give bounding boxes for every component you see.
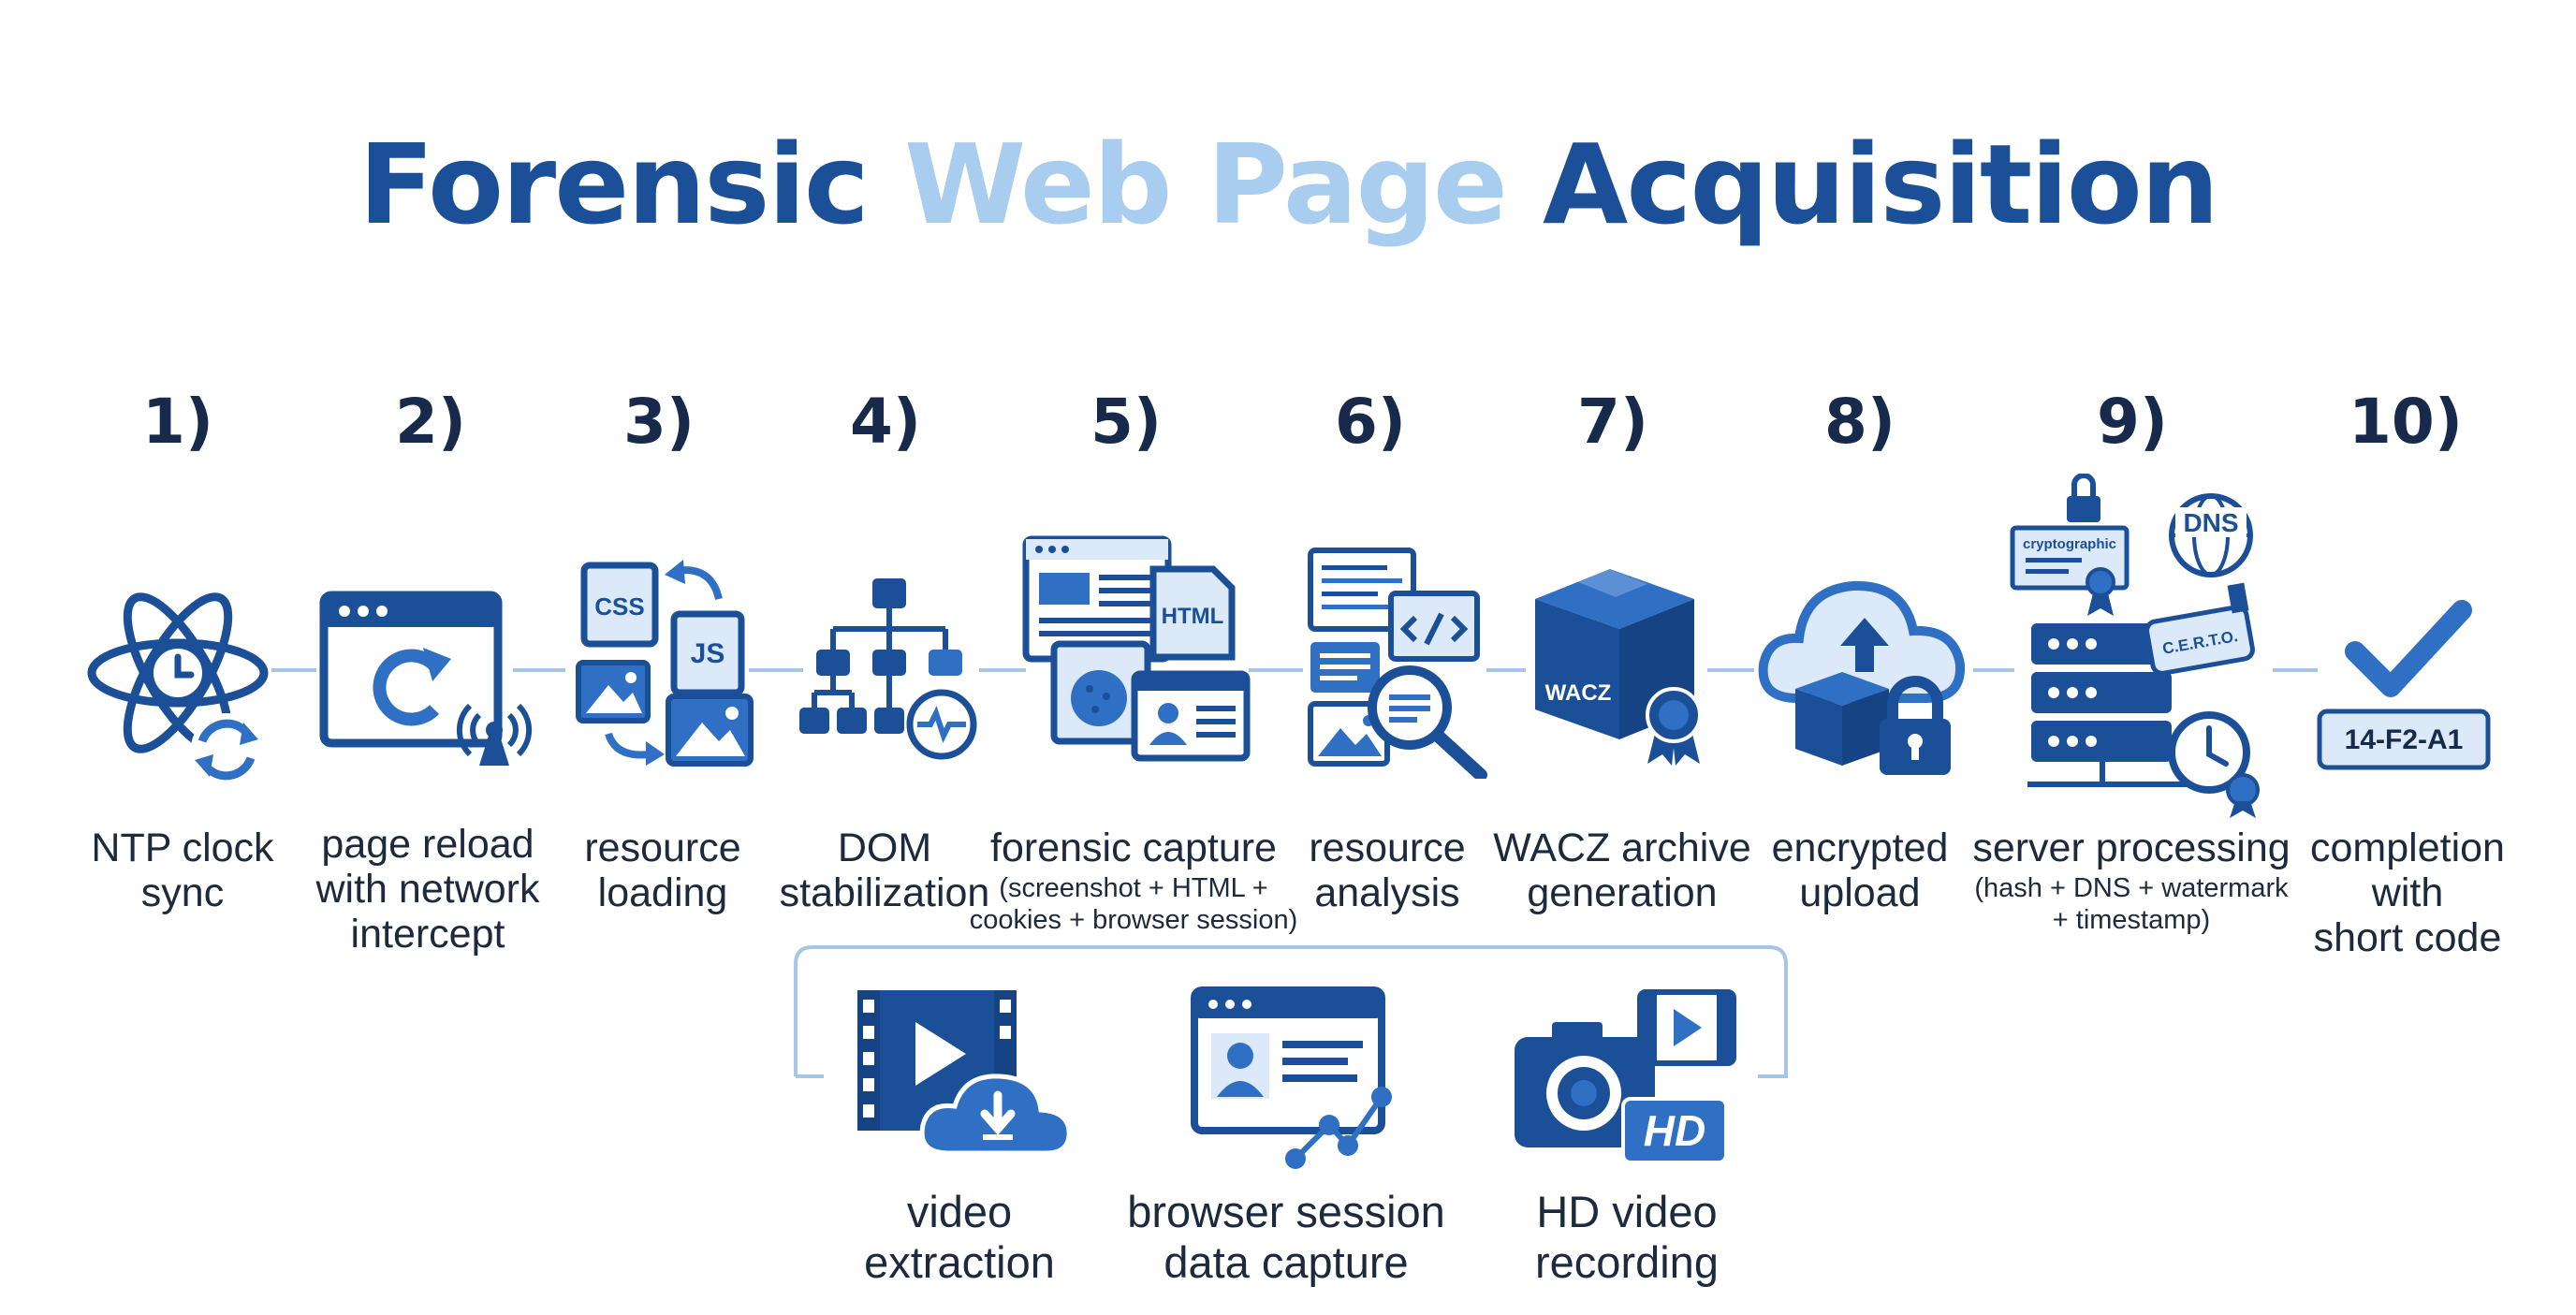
step-1-number: 1) [141,386,214,458]
hd-label: HD [1644,1106,1705,1155]
sub-step-1-label: video extraction [864,1187,1055,1287]
server-certificate-icon: cryptographic DNS C.E.R.T.O. [2010,474,2260,818]
step-5-number: 5) [1090,386,1163,458]
step-3-label: resource loading [584,826,741,915]
wacz-label: WACZ [1545,680,1612,706]
step-9-label: server processing [1972,826,2291,870]
browser-reload-antenna-icon [319,591,533,766]
dom-tree-icon [799,578,977,760]
cloud-upload-lock-icon [1758,580,1966,775]
step-6-number: 6) [1334,386,1407,458]
page-title: Forensic Web Page Acquisition [0,129,2576,240]
step-4-number: 4) [849,386,922,458]
capture-windows-icon: HTML [1022,535,1251,762]
sub-step-3-label: HD video recording [1535,1187,1719,1287]
step-8-label: encrypted upload [1771,826,1949,915]
step-9-sublabel: (hash + DNS + watermark + timestamp) [1974,873,2289,935]
step-3-number: 3) [622,386,695,458]
step-10-number: 10) [2348,386,2463,458]
video-cloud-download-icon [857,990,1072,1156]
step-1-label: NTP clock sync [91,826,274,915]
sub-steps-bracket [794,945,1788,1078]
resource-files-icon: CSS JS [576,560,754,767]
step-7-number: 7) [1576,386,1649,458]
dns-label: DNS [2183,508,2238,537]
certificate-label: cryptographic [2023,536,2116,552]
css-file-label: CSS [594,592,644,621]
step-2-label: page reload with network intercept [315,822,540,957]
step-4-label: DOM stabilization [779,826,990,915]
wacz-box-icon: WACZ [1535,569,1702,766]
step-9-number: 9) [2096,386,2169,458]
camera-hd-video-icon: HD [1515,989,1736,1164]
step-7-label: WACZ archive generation [1493,826,1751,915]
short-code-label: 14-F2-A1 [2345,724,2464,755]
step-10-label: completion with short code [2310,826,2505,960]
title-part-1: Forensic [359,120,870,249]
js-file-label: JS [691,638,725,669]
step-5-sublabel: (screenshot + HTML + cookies + browser s… [969,873,1298,935]
sub-step-2-label: browser session data capture [1127,1187,1445,1287]
step-5-label: forensic capture [990,826,1277,870]
title-part-2: Web Page [903,120,1508,249]
analysis-magnifier-icon [1308,548,1487,779]
browser-profile-network-icon [1191,986,1392,1169]
checkmark-code-icon: 14-F2-A1 [2317,600,2491,770]
atom-clock-sync-icon [87,592,269,784]
step-8-number: 8) [1823,386,1896,458]
step-2-number: 2) [394,386,467,458]
html-file-label: HTML [1162,604,1224,629]
step-6-label: resource analysis [1309,826,1466,915]
title-part-3: Acquisition [1543,120,2219,249]
